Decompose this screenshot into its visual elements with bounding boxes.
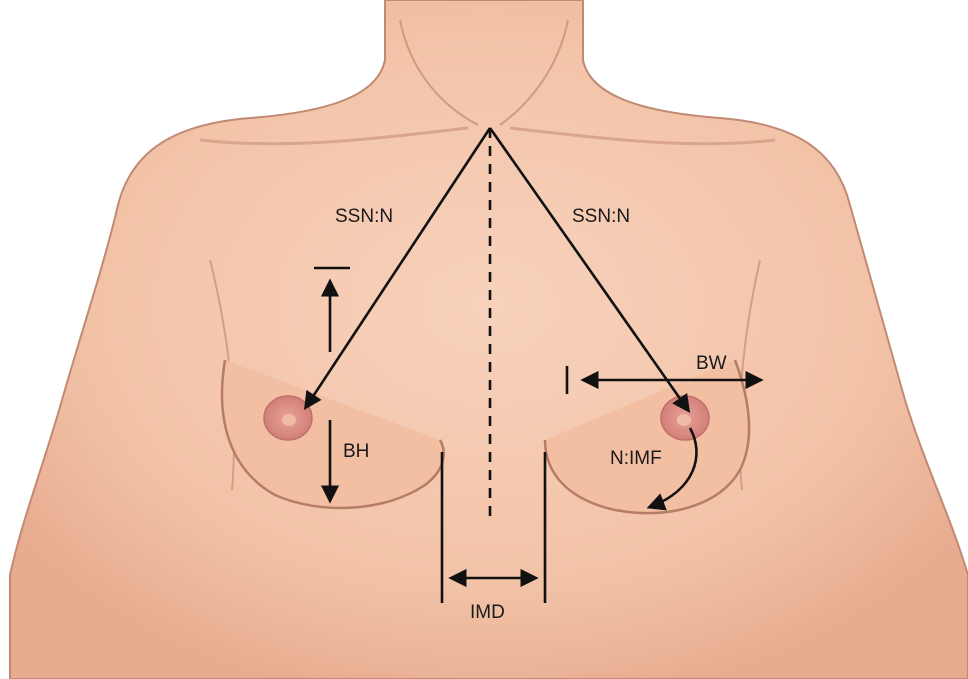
nipple-left bbox=[282, 414, 296, 426]
label-imd: IMD bbox=[470, 602, 505, 623]
label-bh: BH bbox=[343, 441, 369, 462]
nipple-right bbox=[677, 414, 691, 426]
label-ssn-n-left: SSN:N bbox=[335, 206, 393, 227]
label-bw: BW bbox=[696, 353, 727, 374]
label-n-imf: N:IMF bbox=[610, 448, 662, 469]
label-ssn-n-right: SSN:N bbox=[572, 206, 630, 227]
